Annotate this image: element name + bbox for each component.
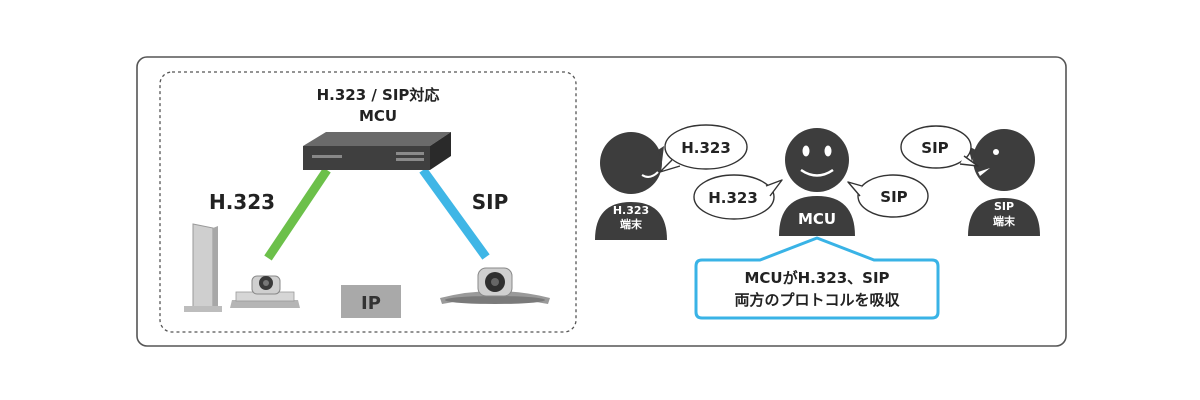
terminal-sip-line2: 端末 [993, 214, 1016, 228]
h323-camera-terminal-icon [230, 275, 300, 308]
mcu-figure-icon [779, 128, 855, 236]
callout-box [694, 236, 940, 320]
bubble-h323-top-text: H.323 [681, 139, 731, 157]
bubble-h323-mid-text: H.323 [708, 189, 758, 207]
display-screen-icon [184, 223, 222, 312]
bubble-sip-mid [847, 174, 929, 218]
callout-line2: 両方のプロトコルを吸収 [734, 291, 900, 309]
mcu-title-line2: MCU [359, 107, 397, 125]
h323-terminal-figure-icon [595, 132, 667, 240]
label-sip: SIP [472, 190, 509, 214]
sip-link [419, 167, 490, 260]
bubble-h323-top [659, 124, 748, 173]
bubble-sip-mid-text: SIP [880, 188, 907, 206]
mcu-device-icon [303, 132, 451, 170]
h323-link [264, 167, 331, 261]
left-dashed-box [159, 71, 577, 333]
bubble-h323-mid [693, 174, 783, 220]
terminal-h323-line2: 端末 [620, 217, 643, 231]
ip-box [341, 285, 401, 318]
ip-label: IP [361, 293, 381, 314]
terminal-h323-line1: H.323 [613, 204, 649, 217]
sip-terminal-figure-icon [968, 129, 1040, 236]
callout-line1: MCUがH.323、SIP [744, 269, 889, 287]
mcu-figure-label: MCU [798, 210, 836, 228]
bubble-sip-top-text: SIP [921, 139, 948, 157]
label-h323: H.323 [209, 190, 275, 214]
mcu-title-line1: H.323 / SIP対応 [317, 86, 440, 104]
sip-camera-terminal-icon [440, 267, 550, 304]
terminal-sip-line1: SIP [994, 200, 1014, 213]
bubble-sip-top [900, 125, 979, 169]
